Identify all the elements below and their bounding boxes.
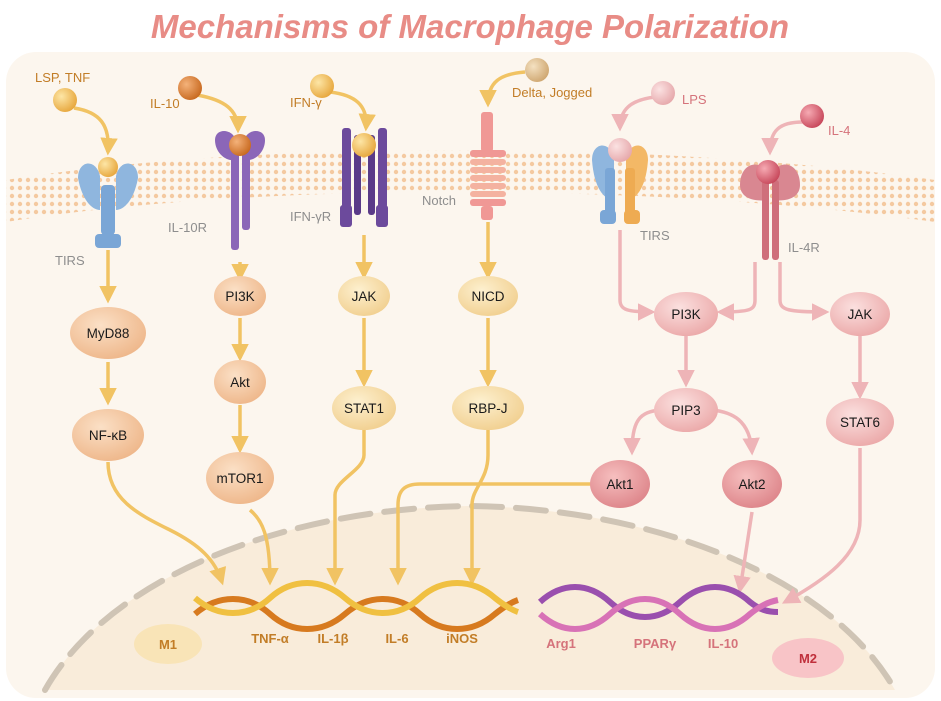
m1-gene-label: TNF-α <box>251 631 289 646</box>
tirs-right-label: TIRS <box>640 228 670 243</box>
ligand-il10-icon <box>178 76 202 100</box>
node-stat6: STAT6 <box>826 398 894 446</box>
node-pi3k-right: PI3K <box>654 292 718 336</box>
m1-gene-label: iNOS <box>446 631 478 646</box>
ligand-il4-label: IL-4 <box>828 123 850 138</box>
il10r-receptor-icon <box>215 131 265 250</box>
ligand-delta-label: Delta, Jogged <box>512 85 592 100</box>
ifngr-receptor-icon <box>340 128 388 227</box>
node-myd88: MyD88 <box>70 307 146 359</box>
m1-arrows <box>73 70 592 586</box>
node-akt: Akt <box>214 360 266 404</box>
node-nicd: NICD <box>458 276 518 316</box>
ligand-ifng-icon <box>310 74 334 98</box>
node-akt1: Akt1 <box>590 460 650 508</box>
m2-phenotype-badge: M2 <box>772 638 844 678</box>
m1-gene-label: IL-6 <box>385 631 408 646</box>
dna-helix-m1-icon <box>193 580 520 632</box>
m2-gene-labels: Arg1 PPARγ IL-10 <box>546 636 738 651</box>
ligand-ifng-label: IFN-γ <box>290 95 322 110</box>
node-akt1-label: Akt1 <box>606 477 633 492</box>
ligand-il10-label: IL-10 <box>150 96 180 111</box>
m2-label: M2 <box>799 651 817 666</box>
node-rbpj-label: RBP-J <box>468 401 507 416</box>
diagram-title: Mechanisms of Macrophage Polarization <box>151 8 789 45</box>
ligand-delta-icon <box>525 58 549 82</box>
node-stat1-label: STAT1 <box>344 401 384 416</box>
node-nfkb-label: NF-κB <box>89 428 127 443</box>
m2-gene-label: Arg1 <box>546 636 576 651</box>
node-pi3k-left-label: PI3K <box>225 289 254 304</box>
tirs-receptor-right-icon <box>592 138 648 224</box>
node-akt-label: Akt <box>230 375 250 390</box>
m2-gene-label: IL-10 <box>708 636 738 651</box>
ligand-lps-icon <box>651 81 675 105</box>
node-stat6-label: STAT6 <box>840 415 880 430</box>
node-myd88-label: MyD88 <box>87 326 130 341</box>
ligand-lps-label: LPS <box>682 92 707 107</box>
notch-label: Notch <box>422 193 456 208</box>
m1-gene-labels: TNF-α IL-1β IL-6 iNOS <box>251 631 478 646</box>
node-akt2-label: Akt2 <box>738 477 765 492</box>
node-jak-left-label: JAK <box>352 289 377 304</box>
m1-label: M1 <box>159 637 177 652</box>
node-jak-left: JAK <box>338 276 390 316</box>
ifngr-label: IFN-γR <box>290 209 331 224</box>
node-jak-right-label: JAK <box>848 307 873 322</box>
node-pip3-label: PIP3 <box>671 403 700 418</box>
m1-gene-label: IL-1β <box>317 631 348 646</box>
il4r-label: IL-4R <box>788 240 820 255</box>
tirs-left-label: TIRS <box>55 253 85 268</box>
node-rbpj: RBP-J <box>452 386 524 430</box>
ligand-il4-icon <box>800 104 824 128</box>
dna-helix-m2-icon <box>537 584 779 632</box>
node-mtor1: mTOR1 <box>206 452 274 504</box>
node-nfkb: NF-κB <box>72 409 144 461</box>
node-mtor1-label: mTOR1 <box>216 471 263 486</box>
node-pi3k-left: PI3K <box>214 276 266 316</box>
ligand-lsp-tnf-label: LSP, TNF <box>35 70 90 85</box>
node-pi3k-right-label: PI3K <box>671 307 700 322</box>
node-nicd-label: NICD <box>472 289 505 304</box>
notch-receptor-icon <box>470 112 506 220</box>
node-akt2: Akt2 <box>722 460 782 508</box>
il4r-receptor-icon <box>740 160 800 260</box>
il10r-label: IL-10R <box>168 220 207 235</box>
nuclear-envelope <box>42 502 898 693</box>
tirs-receptor-left-icon <box>78 157 138 248</box>
node-stat1: STAT1 <box>332 386 396 430</box>
node-jak-right: JAK <box>830 292 890 336</box>
m2-gene-label: PPARγ <box>634 636 677 651</box>
m1-phenotype-badge: M1 <box>134 624 202 664</box>
node-pip3: PIP3 <box>654 388 718 432</box>
nucleus <box>45 506 895 690</box>
ligand-lsp-tnf-icon <box>53 88 77 112</box>
